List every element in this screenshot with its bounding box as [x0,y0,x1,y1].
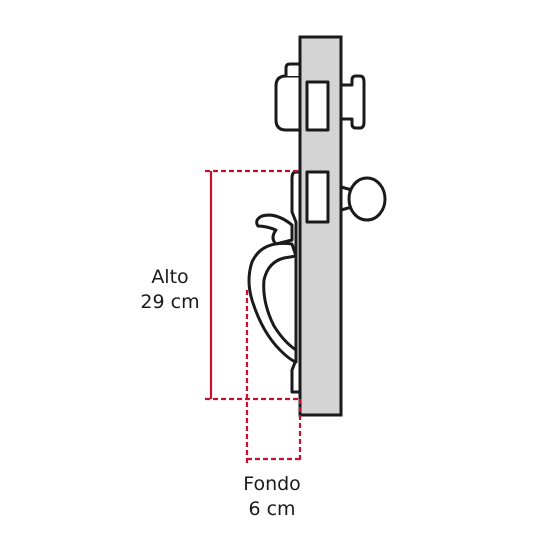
height-label-value: 29 cm [140,291,200,313]
handleset-grip [247,170,302,394]
deadbolt-cylinder-cap [284,62,302,76]
knob-latch-slot [305,170,330,224]
deadbolt-latch-slot [305,80,330,132]
thumb-lever-icon [255,213,294,246]
door-knob [305,170,387,224]
deadbolt-cylinder-housing [274,74,302,132]
height-label: Alto 29 cm [130,265,210,315]
knob-ball [347,176,387,222]
depth-label-value: 6 cm [248,498,296,520]
height-dimension [205,169,300,401]
grip-curve [247,241,298,364]
deadbolt-thumb-turn [339,74,366,130]
depth-label: Fondo 6 cm [232,472,312,522]
depth-dimension [245,290,302,463]
depth-label-title: Fondo [243,473,301,495]
height-label-title: Alto [151,266,189,288]
deadbolt-lock [274,62,366,132]
